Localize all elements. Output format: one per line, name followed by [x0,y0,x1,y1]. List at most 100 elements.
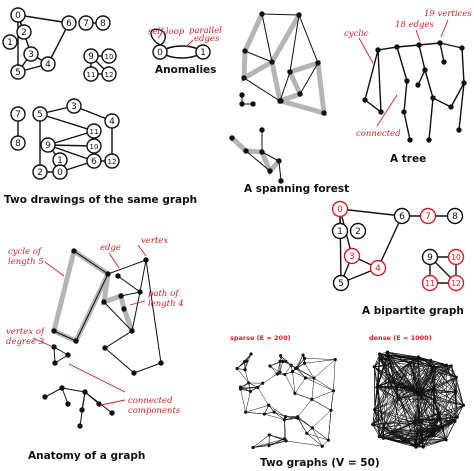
graph-edge [423,439,447,448]
graph-edge [413,356,419,389]
graph-vertex [320,444,324,448]
graph-edge [374,362,410,368]
graph-edge [244,353,252,370]
tree-vertices [362,40,467,143]
graph-edge [304,358,336,360]
vertex: 11 [86,123,102,139]
graph-edge [284,365,292,375]
parallel-label: parallel [189,26,222,36]
graph-edge [397,366,435,387]
graph-vertex [302,356,307,360]
graph-edge [374,409,384,429]
graph-edge [419,391,456,395]
graph-vertex [417,393,421,397]
graph-edge [416,368,436,392]
vertex: 8 [10,135,26,151]
graph-vertex [430,430,434,434]
graph-vertex [284,359,288,364]
anomalies-diagram: 0 1 self-loop parallel edges Anomalies [148,26,222,76]
graph-vertex [373,408,377,412]
vertex-label: 0 [337,205,343,215]
graph-edge [284,419,287,441]
graph-edge [396,386,417,448]
graph-edge [433,389,456,393]
vertex: 5 [332,274,350,292]
graph-edge [409,362,420,395]
vertex-label: 6 [399,212,405,222]
graph-vertex [412,421,417,425]
graph-vertex [381,436,385,440]
graph-vertex [436,417,441,421]
cycle-label-line1: cycle of [8,247,43,257]
graph-vertex [408,360,412,365]
graph-edge [285,416,298,419]
graph-edge [297,418,313,429]
vertex-label: 3 [71,102,77,112]
graph-edge [383,398,399,439]
graph-edge [374,366,390,382]
graph-edge [397,367,436,387]
vertex: 4 [40,56,56,72]
graph-edge [376,386,398,388]
vertex-label: 7 [15,110,21,120]
graph-edge [379,353,434,390]
vertex-label: 8 [15,139,21,149]
graph-edge [398,366,435,400]
graph-vertex [375,385,379,390]
graph-edge [387,355,432,432]
graph-vertex [395,384,399,389]
graph-vertex [392,378,396,383]
vertex-label: 4 [375,264,381,274]
graph-edge [455,391,458,418]
graph-vertex [283,415,288,419]
graph-edge [376,387,414,389]
graph-vertex [377,434,381,439]
graph-edge [374,366,394,381]
edges-count-label: 18 edges [395,20,434,30]
graph-vertex [272,410,276,414]
graph-edge [414,422,424,448]
graph-edge [374,381,390,410]
graph-vertex [243,368,247,372]
graph-edge [244,369,249,383]
graph-edge [413,368,436,389]
graph-edge [264,411,275,415]
graph-edge [312,427,329,441]
graph-edge [304,363,315,379]
graph-edge [379,436,416,448]
two-graphs-caption: Two graphs (V = 50) [260,457,380,469]
graph-edge [268,405,286,417]
graph-edge [393,431,423,440]
graph-edge [438,418,455,422]
vertex: 2 [349,222,367,240]
graph-vertex [310,397,314,401]
graph-vertex [420,390,424,395]
graph-edge [286,440,323,447]
vertex-label-annotation: vertex [141,236,168,246]
graph-edge [446,365,456,392]
graph-vertex [411,357,415,361]
graph-edge [379,392,422,437]
graph-edge [383,377,457,429]
graph-edge [294,377,306,394]
graph-edge [284,416,298,421]
graph-vertex [444,363,448,367]
graph-edge [376,387,399,400]
graph-vertex [333,357,337,362]
vertex-label: 0 [57,168,63,178]
vertex-label: 9 [45,141,51,151]
vertex-label: 9 [427,253,433,263]
graph-edge [376,387,384,429]
vertex: 2 [16,24,32,40]
graph-edge [372,424,380,437]
graph-edge [277,361,281,375]
graph-vertex [416,355,421,359]
vertex-label: 0 [15,11,21,21]
graph-vertex [278,370,282,374]
graph-edge [374,388,414,410]
graph-vertex [378,352,382,356]
graph-edge [372,387,378,425]
graph-edge [269,365,278,375]
vertex-label: 8 [452,212,458,222]
